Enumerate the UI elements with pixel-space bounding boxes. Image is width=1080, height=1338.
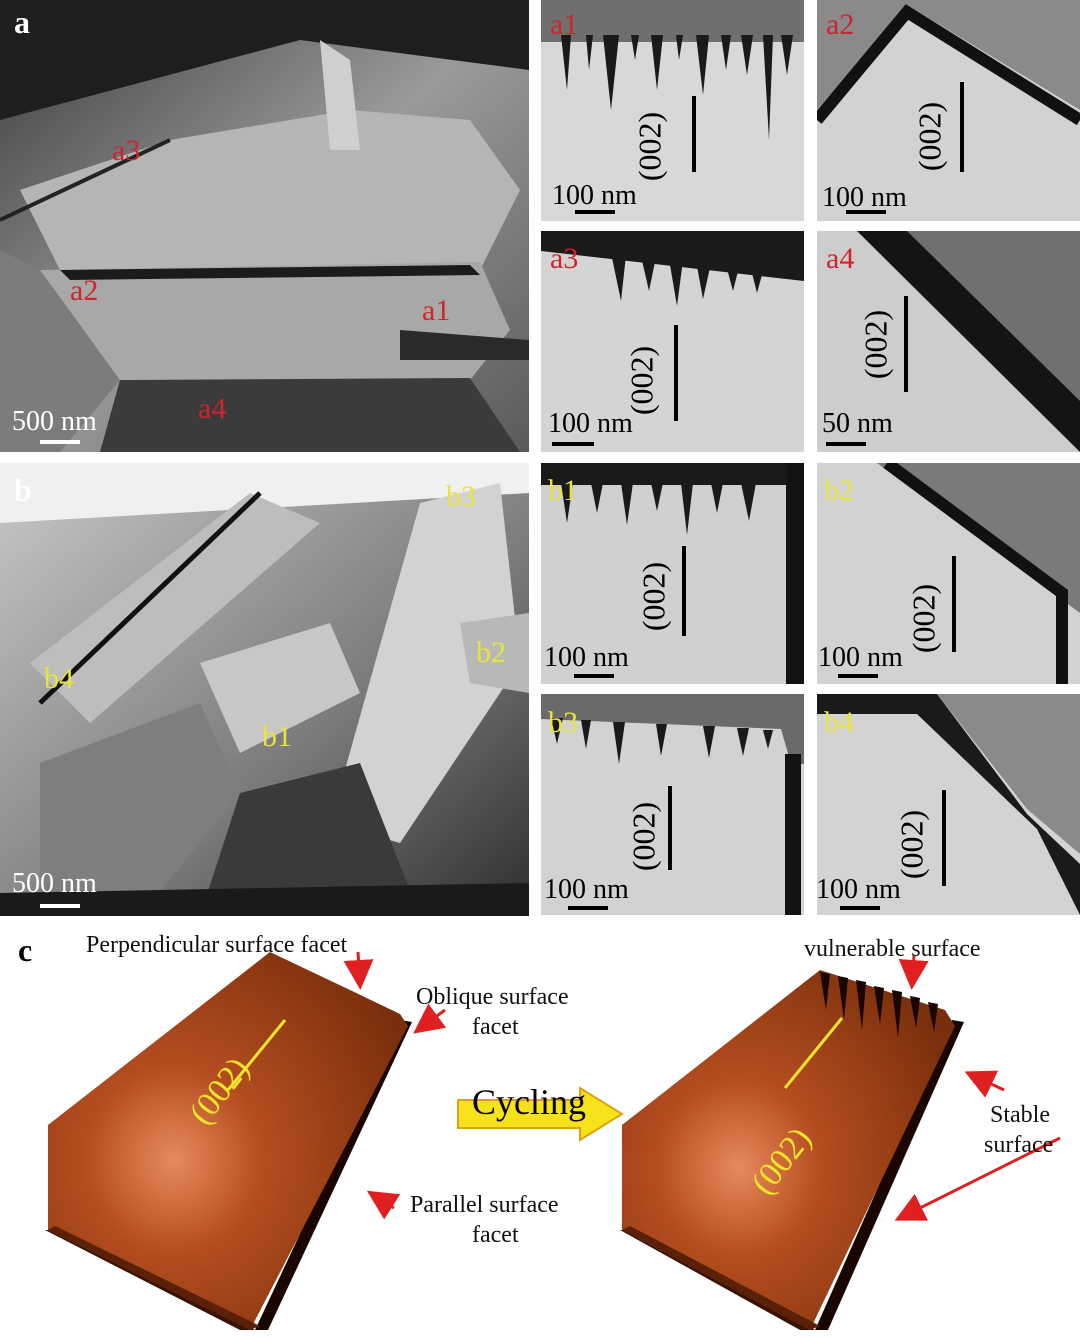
arrow-stable-top bbox=[964, 1070, 1005, 1098]
plane-line-b1 bbox=[682, 546, 686, 636]
scale-bar-b4 bbox=[840, 906, 880, 910]
region-label-b2: b2 bbox=[476, 636, 506, 669]
inset-label-a1: a1 bbox=[550, 8, 579, 41]
inset-a3-graphic bbox=[541, 231, 804, 452]
inset-b3-graphic bbox=[541, 694, 804, 915]
label-cycling: Cycling bbox=[472, 1082, 586, 1122]
inset-a1-graphic bbox=[541, 0, 804, 221]
plane-label-b1: (002) bbox=[635, 561, 672, 632]
scale-bar-b bbox=[40, 904, 80, 908]
inset-label-b3: b3 bbox=[548, 706, 578, 739]
scale-bar-b3 bbox=[568, 906, 608, 910]
crystal-schematic bbox=[45, 951, 1061, 1330]
scale-bar-a2 bbox=[846, 210, 886, 214]
inset-a2-graphic bbox=[817, 0, 1080, 221]
plane-line-a2 bbox=[960, 82, 964, 172]
region-label-a1: a1 bbox=[422, 294, 451, 327]
scale-bar-b2 bbox=[838, 674, 878, 678]
region-label-a3: a3 bbox=[112, 134, 141, 167]
plane-line-a4 bbox=[904, 296, 908, 392]
scale-label-a4: 50 nm bbox=[822, 408, 893, 439]
inset-a4 bbox=[817, 231, 1080, 452]
inset-label-a4: a4 bbox=[826, 242, 855, 275]
scale-label-b2: 100 nm bbox=[818, 642, 903, 673]
plane-line-left bbox=[226, 1019, 287, 1091]
scale-label-a: 500 nm bbox=[12, 406, 97, 437]
inset-a1 bbox=[541, 0, 804, 221]
inset-b4 bbox=[817, 694, 1080, 915]
region-label-b3: b3 bbox=[446, 480, 476, 513]
scale-bar-a1 bbox=[575, 210, 615, 214]
scale-bar-b1 bbox=[574, 674, 614, 678]
scale-label-b: 500 nm bbox=[12, 868, 97, 899]
arrow-parallel bbox=[366, 1190, 401, 1220]
panel-letter-b: b bbox=[14, 472, 32, 508]
region-label-b4: b4 bbox=[44, 662, 74, 695]
scale-label-a2: 100 nm bbox=[822, 182, 907, 213]
scale-bar-a3 bbox=[552, 442, 594, 446]
arrow-oblique bbox=[413, 1003, 447, 1034]
panel-letter-a: a bbox=[14, 4, 30, 40]
inset-a2 bbox=[817, 0, 1080, 221]
plane-label-a4: (002) bbox=[857, 309, 894, 380]
label-stable-2: surface bbox=[984, 1132, 1054, 1158]
inset-b1-graphic bbox=[541, 463, 804, 684]
inset-b1 bbox=[541, 463, 804, 684]
region-label-b1: b1 bbox=[262, 720, 292, 753]
plane-line-a1 bbox=[692, 96, 696, 172]
plane-label-b2: (002) bbox=[905, 583, 942, 654]
label-perpendicular: Perpendicular surface facet bbox=[86, 932, 348, 958]
scale-bar-a bbox=[40, 440, 80, 444]
tem-image-b bbox=[0, 463, 529, 916]
label-parallel-2: facet bbox=[472, 1222, 519, 1248]
scale-bar-a4 bbox=[826, 442, 866, 446]
tem-image-b-graphic bbox=[0, 463, 529, 916]
scale-label-a3: 100 nm bbox=[548, 408, 633, 439]
inset-label-b1: b1 bbox=[548, 474, 578, 507]
label-oblique-1: Oblique surface bbox=[416, 984, 569, 1010]
arrow-vulnerable bbox=[898, 955, 929, 990]
plane-label-a1: (002) bbox=[631, 111, 668, 182]
inset-a3 bbox=[541, 231, 804, 452]
label-vulnerable: vulnerable surface bbox=[804, 936, 981, 962]
crystal-left bbox=[45, 952, 412, 1330]
scale-label-a1: 100 nm bbox=[552, 180, 637, 211]
plane-line-b3 bbox=[668, 786, 672, 870]
crystal-right bbox=[620, 970, 964, 1330]
cycling-arrow bbox=[457, 1086, 624, 1142]
label-oblique-2: facet bbox=[472, 1014, 519, 1040]
plane-line-b2 bbox=[952, 556, 956, 652]
scale-label-b4: 100 nm bbox=[816, 874, 901, 905]
plane-label-b3: (002) bbox=[625, 801, 662, 872]
label-stable-1: Stable bbox=[990, 1102, 1050, 1128]
inset-b2 bbox=[817, 463, 1080, 684]
arrow-perpendicular bbox=[343, 951, 374, 990]
inset-label-b2: b2 bbox=[824, 474, 854, 507]
plane-line-b4 bbox=[942, 790, 946, 886]
tem-image-a-graphic bbox=[0, 0, 529, 452]
region-label-a2: a2 bbox=[70, 274, 99, 307]
inset-label-b4: b4 bbox=[824, 706, 854, 739]
inset-b4-graphic bbox=[817, 694, 1080, 915]
inset-label-a3: a3 bbox=[550, 242, 579, 275]
inset-b3 bbox=[541, 694, 804, 915]
scale-label-b3: 100 nm bbox=[544, 874, 629, 905]
inset-label-a2: a2 bbox=[826, 8, 855, 41]
inset-b2-graphic bbox=[817, 463, 1080, 684]
panel-letter-c: c bbox=[18, 932, 33, 968]
plane-line-a3 bbox=[674, 325, 678, 421]
arrow-stable-bottom bbox=[894, 1136, 1061, 1221]
tem-image-a bbox=[0, 0, 529, 452]
plane-label-a2: (002) bbox=[911, 101, 948, 172]
label-parallel-1: Parallel surface bbox=[410, 1192, 559, 1218]
region-label-a4: a4 bbox=[198, 392, 227, 425]
scale-label-b1: 100 nm bbox=[544, 642, 629, 673]
plane-line-right bbox=[783, 1017, 844, 1089]
inset-a4-graphic bbox=[817, 231, 1080, 452]
